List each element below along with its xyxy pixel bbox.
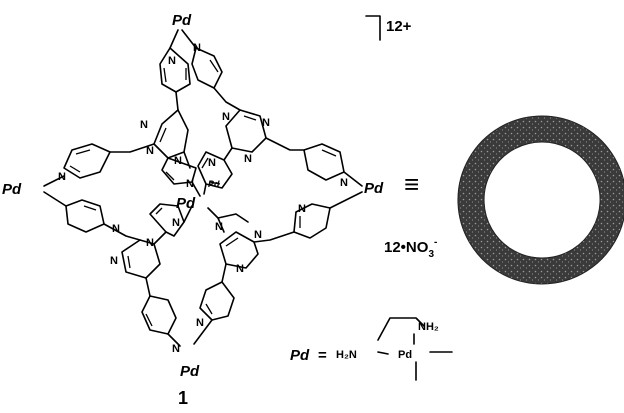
- n-atom: N: [168, 55, 176, 67]
- n-atom: N: [174, 155, 182, 167]
- n-atom: N: [262, 117, 270, 129]
- n-atom: N: [110, 255, 118, 267]
- legend-equals: =: [318, 347, 327, 364]
- n-atom: N: [172, 217, 180, 229]
- n-atom: N: [215, 221, 223, 233]
- n-atom: N: [193, 42, 201, 54]
- pd-center-upper: Pd: [208, 179, 220, 189]
- cage-skeleton: [43, 29, 363, 347]
- n-atom: N: [146, 237, 154, 249]
- compound-number: 1: [178, 388, 188, 408]
- legend-nh2: NH₂: [418, 321, 439, 333]
- n-atom: N: [254, 229, 262, 241]
- n-atom: N: [196, 317, 204, 329]
- pd-right: Pd: [364, 180, 384, 197]
- n-atom: N: [340, 177, 348, 189]
- pd-bottom: Pd: [180, 363, 200, 380]
- charge-label: 12+: [386, 18, 412, 35]
- n-atom: N: [172, 343, 180, 355]
- legend-h2n: H₂N: [336, 349, 357, 361]
- n-atom: N: [186, 178, 194, 190]
- pd-definition: Pd = H₂N NH₂ Pd: [290, 317, 453, 381]
- pd-center-lower: Pd: [176, 195, 196, 212]
- counterion-main: 12•NO: [384, 239, 429, 256]
- n-atom: N: [236, 263, 244, 275]
- n-atom: N: [298, 203, 306, 215]
- legend-pd-center: Pd: [398, 349, 412, 361]
- torus-ring-icon: [457, 115, 624, 285]
- pd-top: Pd: [172, 12, 192, 29]
- n-atom: N: [112, 223, 120, 235]
- n-atom: N: [140, 119, 148, 131]
- equivalence-symbol: ≡: [404, 169, 419, 199]
- pd-left: Pd: [2, 181, 22, 198]
- svg-text:12•NO3-: 12•NO3-: [384, 237, 437, 260]
- counterion-sub: 3: [428, 249, 434, 260]
- charge-bracket-icon: [365, 15, 381, 41]
- n-atom: N: [222, 111, 230, 123]
- n-atom: N: [208, 157, 216, 169]
- counterion-label: 12•NO3-: [384, 237, 437, 260]
- legend-pd-label: Pd: [290, 347, 310, 364]
- n-atom: N: [146, 145, 154, 157]
- n-atom: N: [244, 153, 252, 165]
- counterion-sup: -: [434, 237, 437, 248]
- n-atom: N: [58, 171, 66, 183]
- atom-labels: Pd Pd Pd Pd Pd Pd N N N N N N N N N N N …: [2, 12, 384, 380]
